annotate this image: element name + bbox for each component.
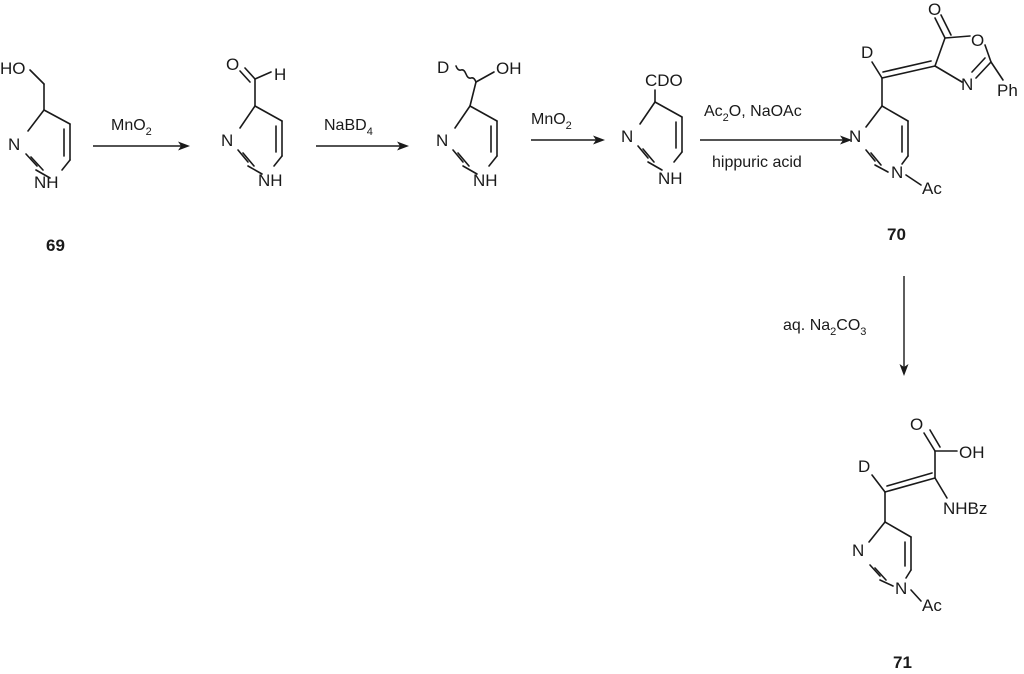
ring-nh-label: NH [658, 169, 683, 188]
deuterium-label: D [861, 43, 873, 62]
reagent-na2co3: aq. Na2CO3 [783, 317, 866, 338]
aldehyde-h-label: H [274, 65, 286, 84]
reagent-mno2-2: MnO2 [531, 111, 572, 132]
reagent-ac2o-naoac: Ac2O, NaOAc [704, 103, 802, 124]
hydroxyl-label: HO [0, 59, 26, 78]
compound-deuterated-alcohol: D OH N NH [436, 58, 522, 190]
ring-bond [35, 169, 51, 179]
ring-n-ac-label: N [891, 163, 903, 182]
compound-label-69: 69 [46, 236, 65, 255]
arrow-step-2: NaBD4 [316, 117, 409, 151]
compound-label-70: 70 [887, 225, 906, 244]
aldehyde-o-label: O [226, 55, 239, 74]
deuterium-label: D [437, 58, 449, 77]
deuterium-label: D [858, 457, 870, 476]
acid-oh-label: OH [959, 443, 985, 462]
arrow-step-1: MnO2 [93, 117, 190, 151]
oxazolone-n-label: N [961, 75, 973, 94]
arrow-step-5: aq. Na2CO3 [783, 276, 909, 376]
acetyl-label: Ac [922, 179, 942, 198]
carbonyl-o-label: O [928, 0, 941, 19]
ring-nh-label: NH [34, 173, 59, 192]
acid-o-label: O [910, 415, 923, 434]
reagent-nabd4: NaBD4 [324, 117, 373, 138]
ring-bond [27, 109, 45, 132]
ring-bond [30, 156, 44, 171]
phenyl-label: Ph [997, 81, 1018, 100]
ring-double-bond [25, 153, 38, 167]
ring-o-label: O [971, 31, 984, 50]
wavy-bond [455, 65, 477, 83]
compound-label-71: 71 [893, 653, 912, 672]
cdo-label: CDO [645, 71, 683, 90]
ring-n-label: N [849, 127, 861, 146]
ring-nh-label: NH [473, 171, 498, 190]
ring-n-label: N [436, 131, 448, 150]
ring-n-label: N [221, 131, 233, 150]
ring-bond [43, 109, 71, 125]
ring-n-ac-label: N [895, 579, 907, 598]
benzamide-label: NHBz [943, 499, 987, 518]
ring-n-label: N [852, 541, 864, 560]
ring-bond [61, 159, 71, 171]
compound-deuterated-aldehyde: CDO N NH [621, 71, 683, 188]
compound-69: HO N NH [0, 59, 71, 192]
acetyl-label: Ac [922, 596, 942, 615]
ring-n-label: N [8, 135, 20, 154]
arrow-step-4: Ac2O, NaOAc hippuric acid [700, 103, 852, 171]
ring-nh-label: NH [258, 171, 283, 190]
reagent-hippuric-acid: hippuric acid [712, 154, 802, 171]
oh-bond [29, 69, 45, 85]
reagent-mno2-1: MnO2 [111, 117, 152, 138]
arrow-step-3: MnO2 [531, 111, 605, 145]
hydroxyl-label: OH [496, 59, 522, 78]
compound-aldehyde: O H N NH [221, 55, 286, 190]
compound-70: Ac N N D O O N Ph [849, 0, 1018, 198]
compound-71: Ac N N D O OH NHBz [852, 415, 987, 615]
ring-n-label: N [621, 127, 633, 146]
